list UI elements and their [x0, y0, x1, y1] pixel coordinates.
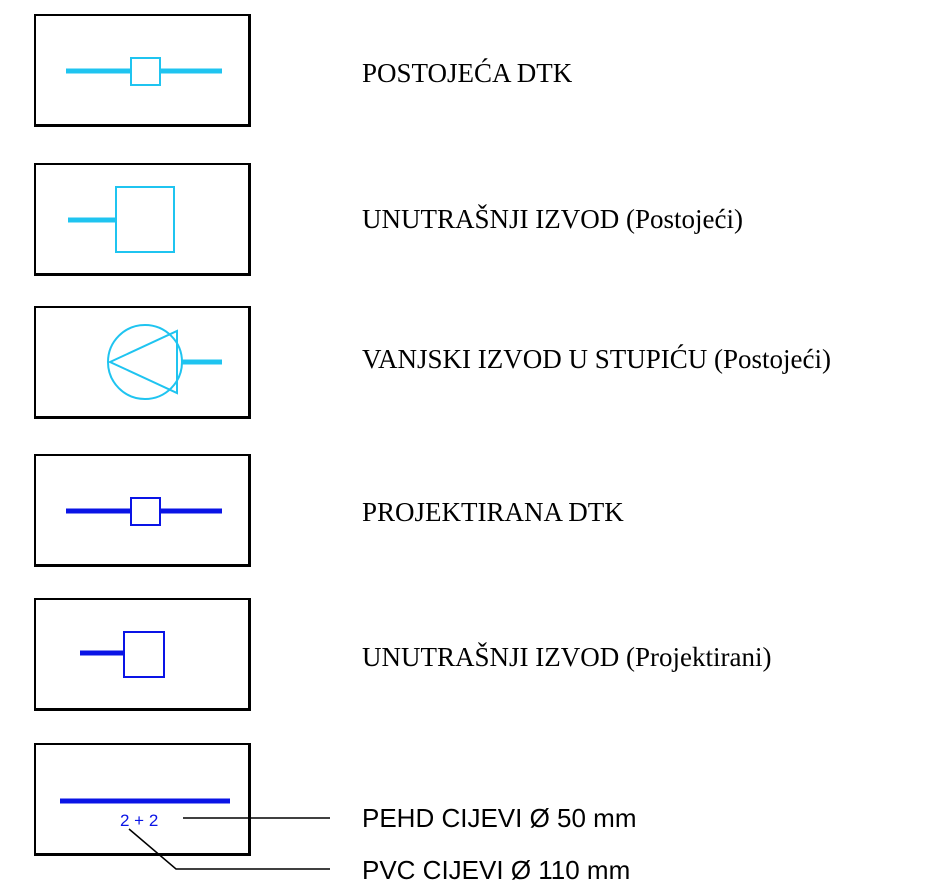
duct-manhole-existing-icon [66, 57, 222, 86]
legend-label-external-outlet-existing: VANJSKI IZVOD U STUPIĆU (Postojeći) [362, 344, 832, 374]
internal-outlet-projected-icon [80, 631, 165, 678]
projected-pipe-line-icon [60, 798, 230, 804]
duct-manhole-projected-icon [66, 497, 222, 526]
legend-label-internal-outlet-projected: UNUTRAŠNJI IZVOD (Projektirani) [362, 642, 772, 672]
symbol-box-projected-dtk [34, 454, 251, 567]
symbol-box-pipes: 2 + 2 [34, 743, 251, 856]
legend-label-pvc-pipes: PVC CIJEVI Ø 110 mm [362, 855, 631, 885]
legend-label-projected-dtk: PROJEKTIRANA DTK [362, 497, 624, 527]
legend-label-pehd-pipes: PEHD CIJEVI Ø 50 mm [362, 803, 637, 833]
symbol-box-external-outlet-existing [34, 306, 251, 419]
internal-outlet-existing-icon [68, 186, 175, 253]
legend-label-existing-dtk: POSTOJEĆA DTK [362, 58, 573, 88]
legend-label-internal-outlet-existing: UNUTRAŠNJI IZVOD (Postojeći) [362, 204, 743, 234]
symbol-box-existing-dtk [34, 14, 251, 127]
symbol-box-internal-outlet-projected [34, 598, 251, 711]
symbol-box-internal-outlet-existing [34, 163, 251, 276]
pipe-count-label: 2 + 2 [120, 811, 159, 830]
pvc-leader-line [128, 828, 330, 870]
external-outlet-pillar-existing-icon [107, 324, 222, 400]
